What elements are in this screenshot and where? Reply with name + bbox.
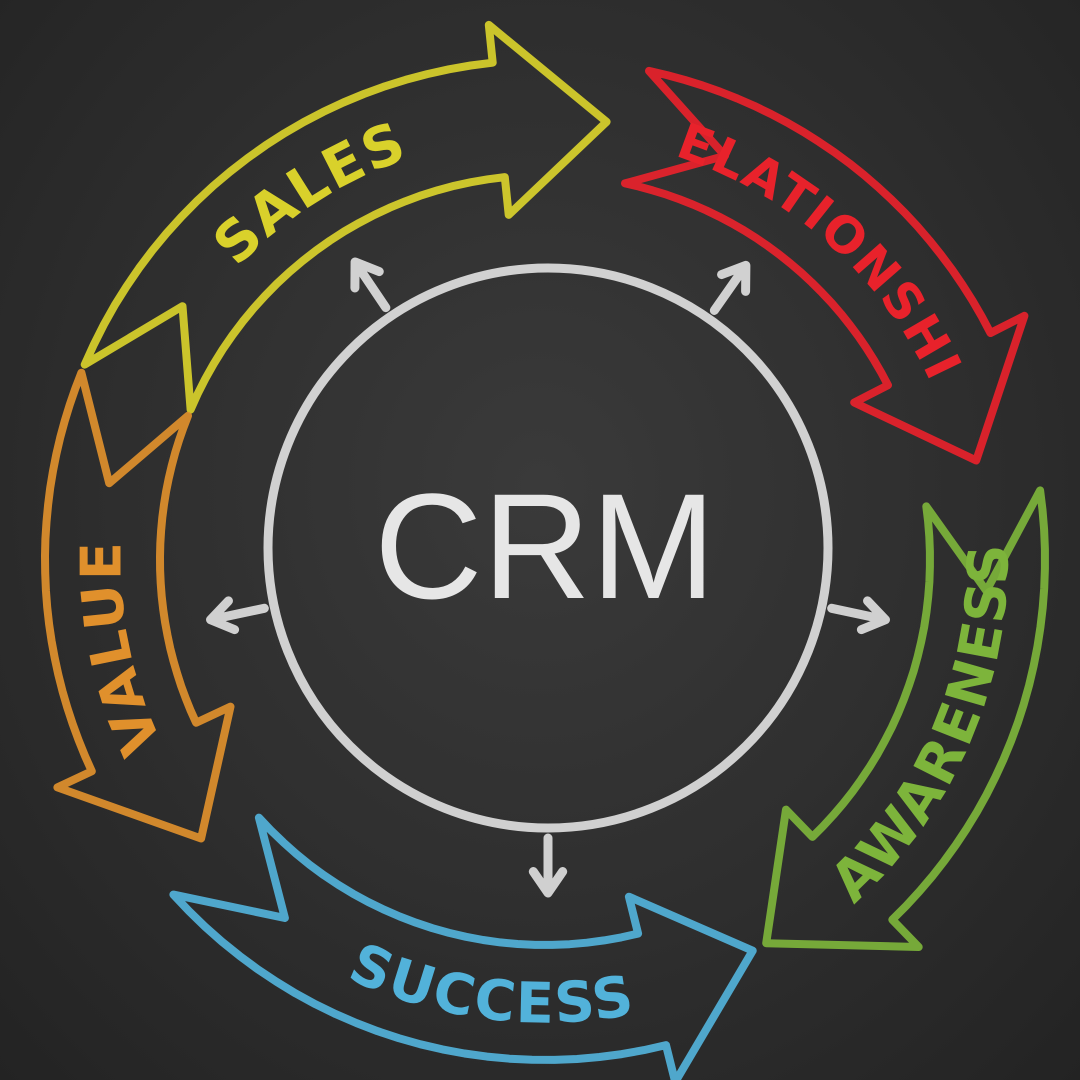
segment-label-awareness: AWARENESS [818,542,1022,915]
spoke-arrow-icon [350,257,391,313]
spoke-arrow-icon [827,596,890,635]
arrow-awareness [762,486,1049,951]
arrow-sales [80,20,611,414]
segment-label-success: SUCCESS [340,931,639,1037]
arrow-relationship [621,66,1029,465]
spoke-arrow-icon [528,833,568,898]
spoke-arrow-icon [709,260,751,315]
arrow-success [169,813,757,1080]
crm-label: CRM [374,462,716,630]
spoke-arrow-icon [206,596,269,635]
arrow-value [41,368,235,843]
crm-circle [263,263,833,833]
